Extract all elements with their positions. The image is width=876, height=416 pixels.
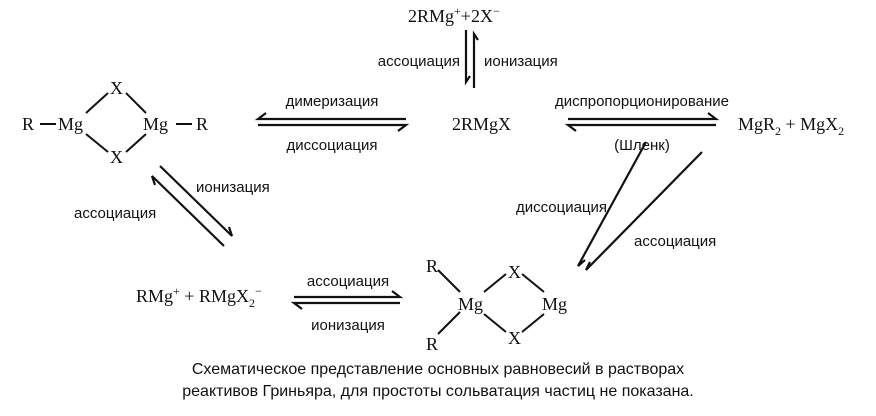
label-ionization-bottom: ионизация	[311, 317, 385, 334]
udimer-mg-left: Mg	[458, 294, 483, 314]
dimerization-arrows	[254, 112, 410, 132]
top-cation-species: 2RMg++2X−	[408, 4, 500, 26]
label-association-diag-right: ассоциация	[634, 233, 716, 250]
schlenk-arrows	[564, 112, 720, 132]
label-ionization-diag: ионизация	[196, 179, 270, 196]
udimer-mg-right: Mg	[542, 294, 567, 314]
ionic-species: RMg+ + RMgX2−	[136, 284, 262, 310]
unsymmetric-dimer: R R Mg X X Mg	[426, 256, 567, 354]
udimer-x-top: X	[508, 262, 521, 282]
label-dimerization: димеризация	[286, 93, 379, 110]
dimer-x-bottom: X	[110, 147, 123, 167]
dimer-r-left: R	[22, 114, 34, 134]
bottom-equilibrium-arrows	[290, 290, 404, 310]
dimer-r-right: R	[196, 114, 208, 134]
udimer-x-bottom: X	[508, 328, 521, 348]
dimer-x-top: X	[110, 78, 123, 98]
vertical-equilibrium-arrow	[464, 30, 479, 88]
label-disproportionation: диспропорционирование	[555, 93, 729, 110]
left-diagonal-arrows	[150, 165, 234, 247]
dimer-mg-left: Mg	[58, 114, 83, 134]
udimer-r-top: R	[426, 256, 438, 276]
label-association-diag: ассоциация	[74, 205, 156, 222]
dimer-mg-right: Mg	[143, 114, 168, 134]
label-ionization-top: ионизация	[484, 53, 558, 70]
center-species: 2RMgX	[452, 114, 511, 134]
label-dissociation-left: диссоциация	[286, 137, 377, 154]
caption-line-2: реактивов Гриньяра, для простоты сольват…	[182, 383, 694, 400]
caption-line-1: Схематическое представление основных рав…	[192, 361, 684, 378]
label-association-top: ассоциация	[378, 53, 460, 70]
symmetric-dimer: R Mg X X Mg R	[22, 78, 208, 167]
right-diagonal-arrows	[577, 141, 703, 271]
label-schlenk: (Шленк)	[614, 137, 670, 154]
schlenk-products: MgR2 + MgX2	[738, 114, 844, 138]
udimer-r-bottom: R	[426, 334, 438, 354]
label-dissociation-diag: диссоциация	[516, 199, 607, 216]
label-association-bottom: ассоциация	[307, 273, 389, 290]
